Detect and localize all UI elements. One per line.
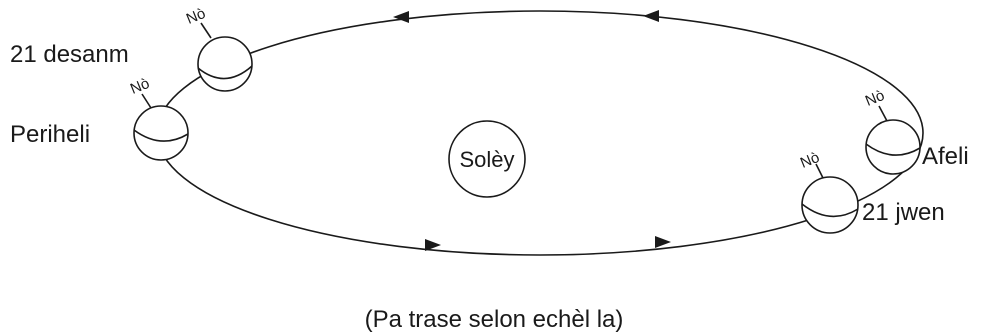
sun-circle <box>448 120 526 198</box>
north-label-perihelion: Nò <box>128 75 152 98</box>
north-label-december: Nò <box>184 5 208 28</box>
sun-label: Solèy <box>459 147 514 172</box>
june-label: 21 jwen <box>862 199 945 226</box>
perihelion-label: Periheli <box>10 121 90 148</box>
north-label-june: Nò <box>798 149 822 172</box>
earth-aphelion <box>865 105 921 175</box>
north-label-aphelion: Nò <box>863 87 887 110</box>
orbit-arrow-top-right <box>643 10 659 22</box>
orbit-arrow-bottom-left <box>425 239 441 251</box>
aphelion-label: Afeli <box>922 143 969 170</box>
earth-june <box>801 163 859 234</box>
december-label: 21 desanm <box>10 41 129 68</box>
orbit-arrow-bottom-right <box>655 236 671 248</box>
orbit-arrow-top-left <box>393 11 409 23</box>
scale-caption: (Pa trase selon echèl la) <box>365 306 624 333</box>
earth-december <box>197 22 253 92</box>
earth-perihelion <box>133 93 189 161</box>
